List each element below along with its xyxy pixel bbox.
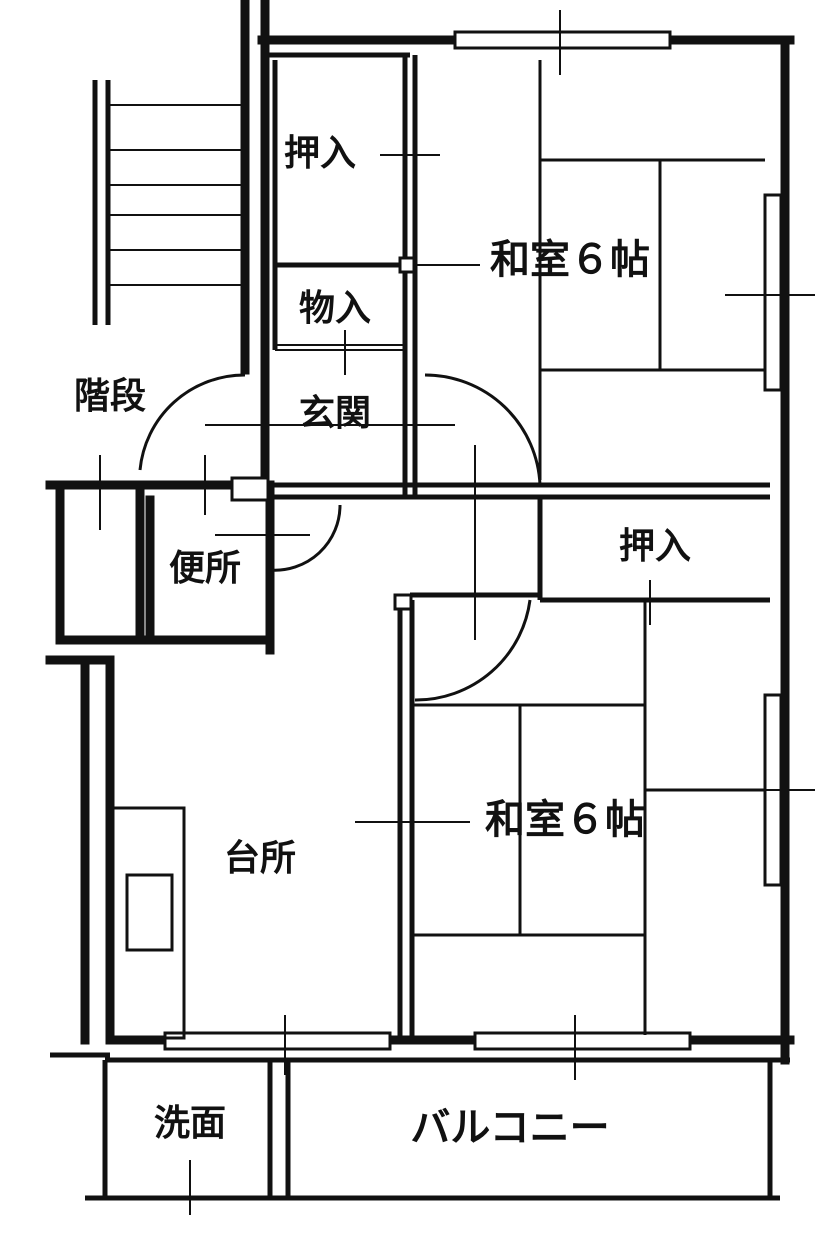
room-label-closet-top: 押入 <box>284 133 356 174</box>
room-label-kitchen: 台所 <box>224 838 296 879</box>
room-label-washitsu-bottom: 和室６帖 <box>485 797 645 843</box>
room-labels: 押入 物入 和室６帖 階段 玄関 便所 押入 和室６帖 台所 洗面 バルコニー <box>74 133 691 1151</box>
lower-washitsu <box>355 600 765 1035</box>
stairs <box>92 80 245 325</box>
room-label-closet-mid: 押入 <box>619 526 691 567</box>
upper-closets <box>265 52 440 495</box>
room-label-storage: 物入 <box>299 288 371 329</box>
kitchen-counter <box>110 806 186 1040</box>
windows <box>163 10 815 1080</box>
room-label-stairs: 階段 <box>74 376 146 417</box>
door-swings <box>138 373 542 702</box>
bottom-section <box>50 1052 790 1215</box>
room-label-entrance: 玄関 <box>299 393 371 434</box>
room-label-washitsu-top: 和室６帖 <box>490 237 650 283</box>
room-label-toilet: 便所 <box>169 548 241 589</box>
room-label-balcony: バルコニー <box>410 1105 609 1151</box>
upper-washitsu <box>398 60 765 480</box>
outer-walls <box>45 0 795 1065</box>
corridor <box>99 424 770 1040</box>
room-label-washroom: 洗面 <box>154 1103 226 1144</box>
